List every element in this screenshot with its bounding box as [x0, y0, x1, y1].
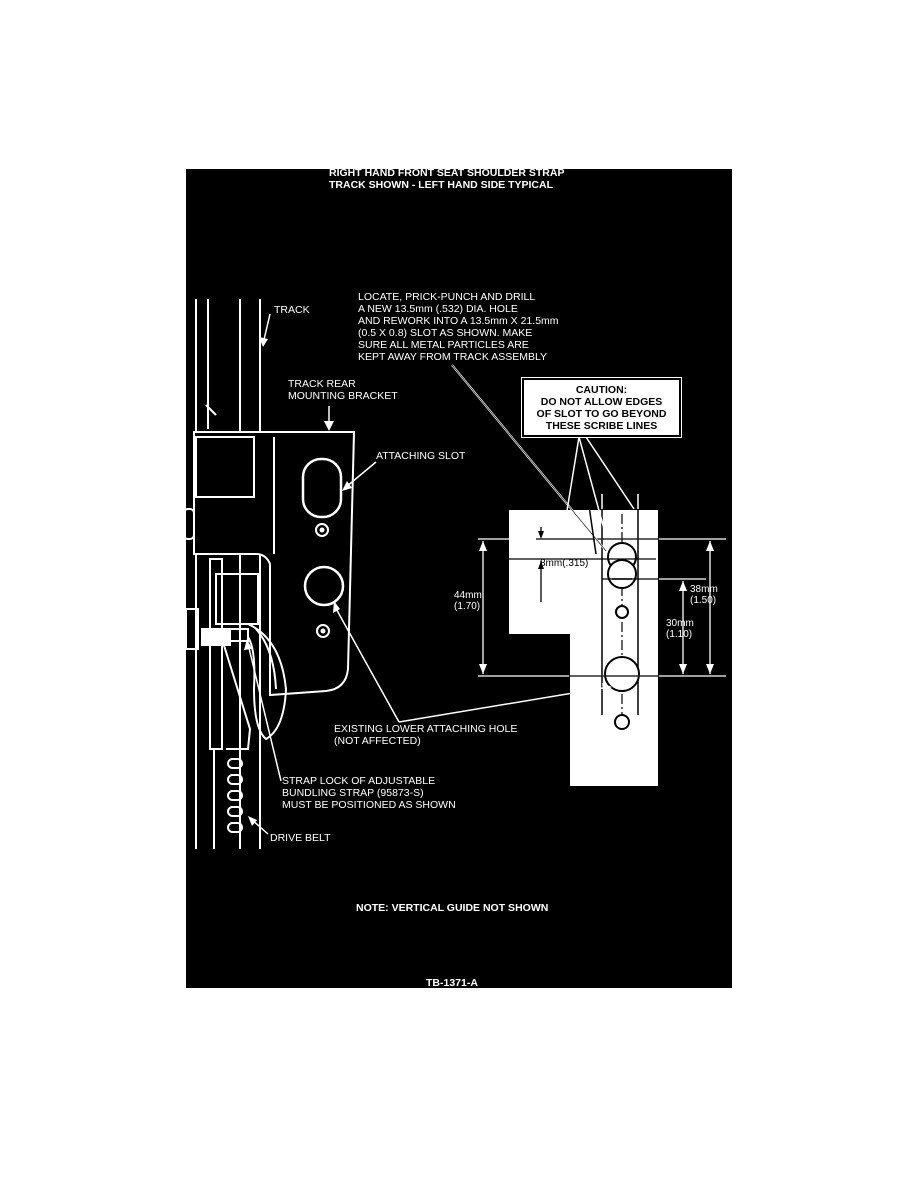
- drill-line-3: AND REWORK INTO A 13.5mm X 21.5mm: [358, 315, 559, 327]
- track-rear-mounting-bracket: [193, 431, 356, 697]
- dim-30mm-in: (1.10): [666, 629, 693, 640]
- vertical-guide-note: NOTE: VERTICAL GUIDE NOT SHOWN: [356, 902, 549, 914]
- dim-30mm: 30mm: [666, 618, 694, 629]
- existing-hole-line-1: EXISTING LOWER ATTACHING HOLE: [334, 723, 518, 735]
- strap-lock-and-belt: [201, 558, 288, 849]
- bracket-label-line-1: TRACK REAR: [288, 378, 356, 390]
- strap-lock-line-3: MUST BE POSITIONED AS SHOWN: [282, 799, 456, 811]
- drill-line-4: (0.5 X 0.8) SLOT AS SHOWN. MAKE: [358, 327, 533, 339]
- caution-box: CAUTION: DO NOT ALLOW EDGES OF SLOT TO G…: [522, 378, 681, 437]
- drill-line-5: SURE ALL METAL PARTICLES ARE: [358, 339, 529, 351]
- existing-hole-line-2: (NOT AFFECTED): [334, 735, 421, 747]
- strap-lock-line-1: STRAP LOCK OF ADJUSTABLE: [282, 775, 436, 787]
- drill-line-2: A NEW 13.5mm (.532) DIA. HOLE: [358, 303, 518, 315]
- drill-line-6: KEPT AWAY FROM TRACK ASSEMBLY: [358, 351, 548, 363]
- drill-line-1: LOCATE, PRICK-PUNCH AND DRILL: [358, 291, 536, 303]
- track-label: TRACK: [274, 304, 310, 316]
- lower-attaching-hole: [303, 565, 345, 607]
- attaching-slot: [301, 457, 343, 519]
- dim-44mm: 44mm: [454, 590, 482, 601]
- drive-belt-label: DRIVE BELT: [270, 832, 331, 844]
- diagram-figure: RIGHT HAND FRONT SEAT SHOULDER STRAP TRA…: [186, 167, 732, 989]
- title-line-1: RIGHT HAND FRONT SEAT SHOULDER STRAP: [329, 167, 565, 179]
- bracket-label-line-2: MOUNTING BRACKET: [288, 390, 398, 402]
- dim-8mm: 8mm(.315): [540, 558, 589, 569]
- figure-id: TB-1371-A: [426, 977, 478, 989]
- detail-plate: [507, 494, 660, 788]
- dimension-lines: [478, 527, 726, 677]
- caution-heading: CAUTION:: [575, 383, 628, 396]
- title-line-2: TRACK SHOWN - LEFT HAND SIDE TYPICAL: [329, 179, 553, 191]
- seat-track-drawing: [186, 299, 726, 849]
- caution-line-3: THESE SCRIBE LINES: [545, 419, 658, 432]
- dim-44mm-in: (1.70): [454, 601, 481, 612]
- caution-line-2: OF SLOT TO GO BEYOND: [536, 407, 667, 420]
- dim-38mm: 38mm: [690, 584, 718, 595]
- caution-line-1: DO NOT ALLOW EDGES: [540, 395, 663, 408]
- leader-lines: [244, 313, 635, 835]
- strap-lock-line-2: BUNDLING STRAP (95873-S): [282, 787, 424, 799]
- attaching-slot-label: ATTACHING SLOT: [376, 450, 466, 462]
- dim-38mm-in: (1.50): [690, 595, 717, 606]
